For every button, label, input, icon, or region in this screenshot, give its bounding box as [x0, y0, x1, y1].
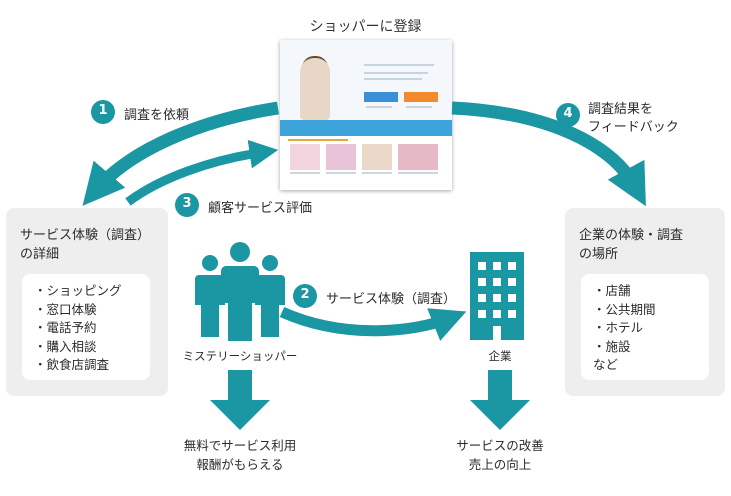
list-item: ・ホテル	[593, 320, 644, 335]
service-detail-panel: サービス体験（調査） の詳細 ・ショッピング ・窓口体験 ・電話予約 ・購入相談…	[6, 208, 168, 396]
company-benefit: サービスの改善 売上の向上	[430, 436, 570, 474]
step-number-3: 3	[182, 196, 192, 211]
diagram-title: ショッパーに登録	[309, 19, 422, 35]
company-benefit-line2: 売上の向上	[468, 457, 532, 472]
list-item-extra: など	[593, 357, 619, 372]
company-label: 企業	[488, 349, 512, 363]
step-label-4-line1: 調査結果を	[588, 102, 654, 117]
panel-title-line2: の詳細	[20, 247, 60, 262]
list-item: ・飲食店調査	[34, 357, 110, 372]
location-panel: 企業の体験・調査 の場所 ・店舗 ・公共期間 ・ホテル ・施設 など	[565, 208, 725, 396]
panel-title-line1: 企業の体験・調査	[579, 228, 684, 243]
list-item: ・施設	[593, 338, 631, 354]
list-item: ・電話予約	[34, 320, 97, 335]
list-item: ・店舗	[593, 283, 631, 298]
people-label: ミステリーショッパー	[182, 349, 298, 363]
arrow-service	[279, 306, 467, 341]
arrow-feedback	[451, 101, 646, 207]
arrow-evaluation	[125, 139, 279, 206]
website-screenshot	[280, 40, 452, 190]
step-circle-4	[556, 103, 580, 127]
location-list: ・店舗 ・公共期間 ・ホテル ・施設 など	[581, 274, 709, 375]
model-photo	[300, 58, 330, 120]
arrow-down-shopper	[210, 370, 270, 430]
service-list: ・ショッピング ・窓口体験 ・電話予約 ・購入相談 ・飲食店調査	[22, 274, 150, 375]
step-label-4-line2: フィードバック	[588, 120, 679, 135]
people-group-icon	[195, 242, 285, 341]
step-circle-2	[293, 284, 317, 308]
step-label-3: 顧客サービス評価	[208, 201, 313, 216]
arrow-down-company	[470, 370, 530, 430]
company-benefit-line1: サービスの改善	[456, 438, 544, 453]
list-item: ・窓口体験	[34, 301, 97, 317]
list-item: ・ショッピング	[34, 283, 122, 298]
panel-title-line1: サービス体験（調査）	[20, 228, 151, 243]
step-number-2: 2	[300, 287, 310, 302]
step-circle-3	[175, 193, 199, 217]
step-number-1: 1	[98, 103, 108, 118]
shopper-benefit-line2: 報酬がもらえる	[196, 457, 284, 472]
step-label-2: サービス体験（調査）	[326, 292, 457, 307]
shopper-benefit-line1: 無料でサービス利用	[183, 438, 297, 453]
list-item: ・購入相談	[34, 338, 97, 354]
step-circle-1	[91, 100, 115, 124]
building-icon	[470, 252, 524, 340]
shopper-benefit: 無料でサービス利用 報酬がもらえる	[160, 436, 320, 474]
step-label-1: 調査を依頼	[124, 108, 190, 123]
step-number-4: 4	[563, 106, 573, 121]
list-item: ・公共期間	[593, 301, 656, 317]
panel-title-line2: の場所	[579, 247, 619, 262]
arrow-request	[82, 101, 279, 206]
